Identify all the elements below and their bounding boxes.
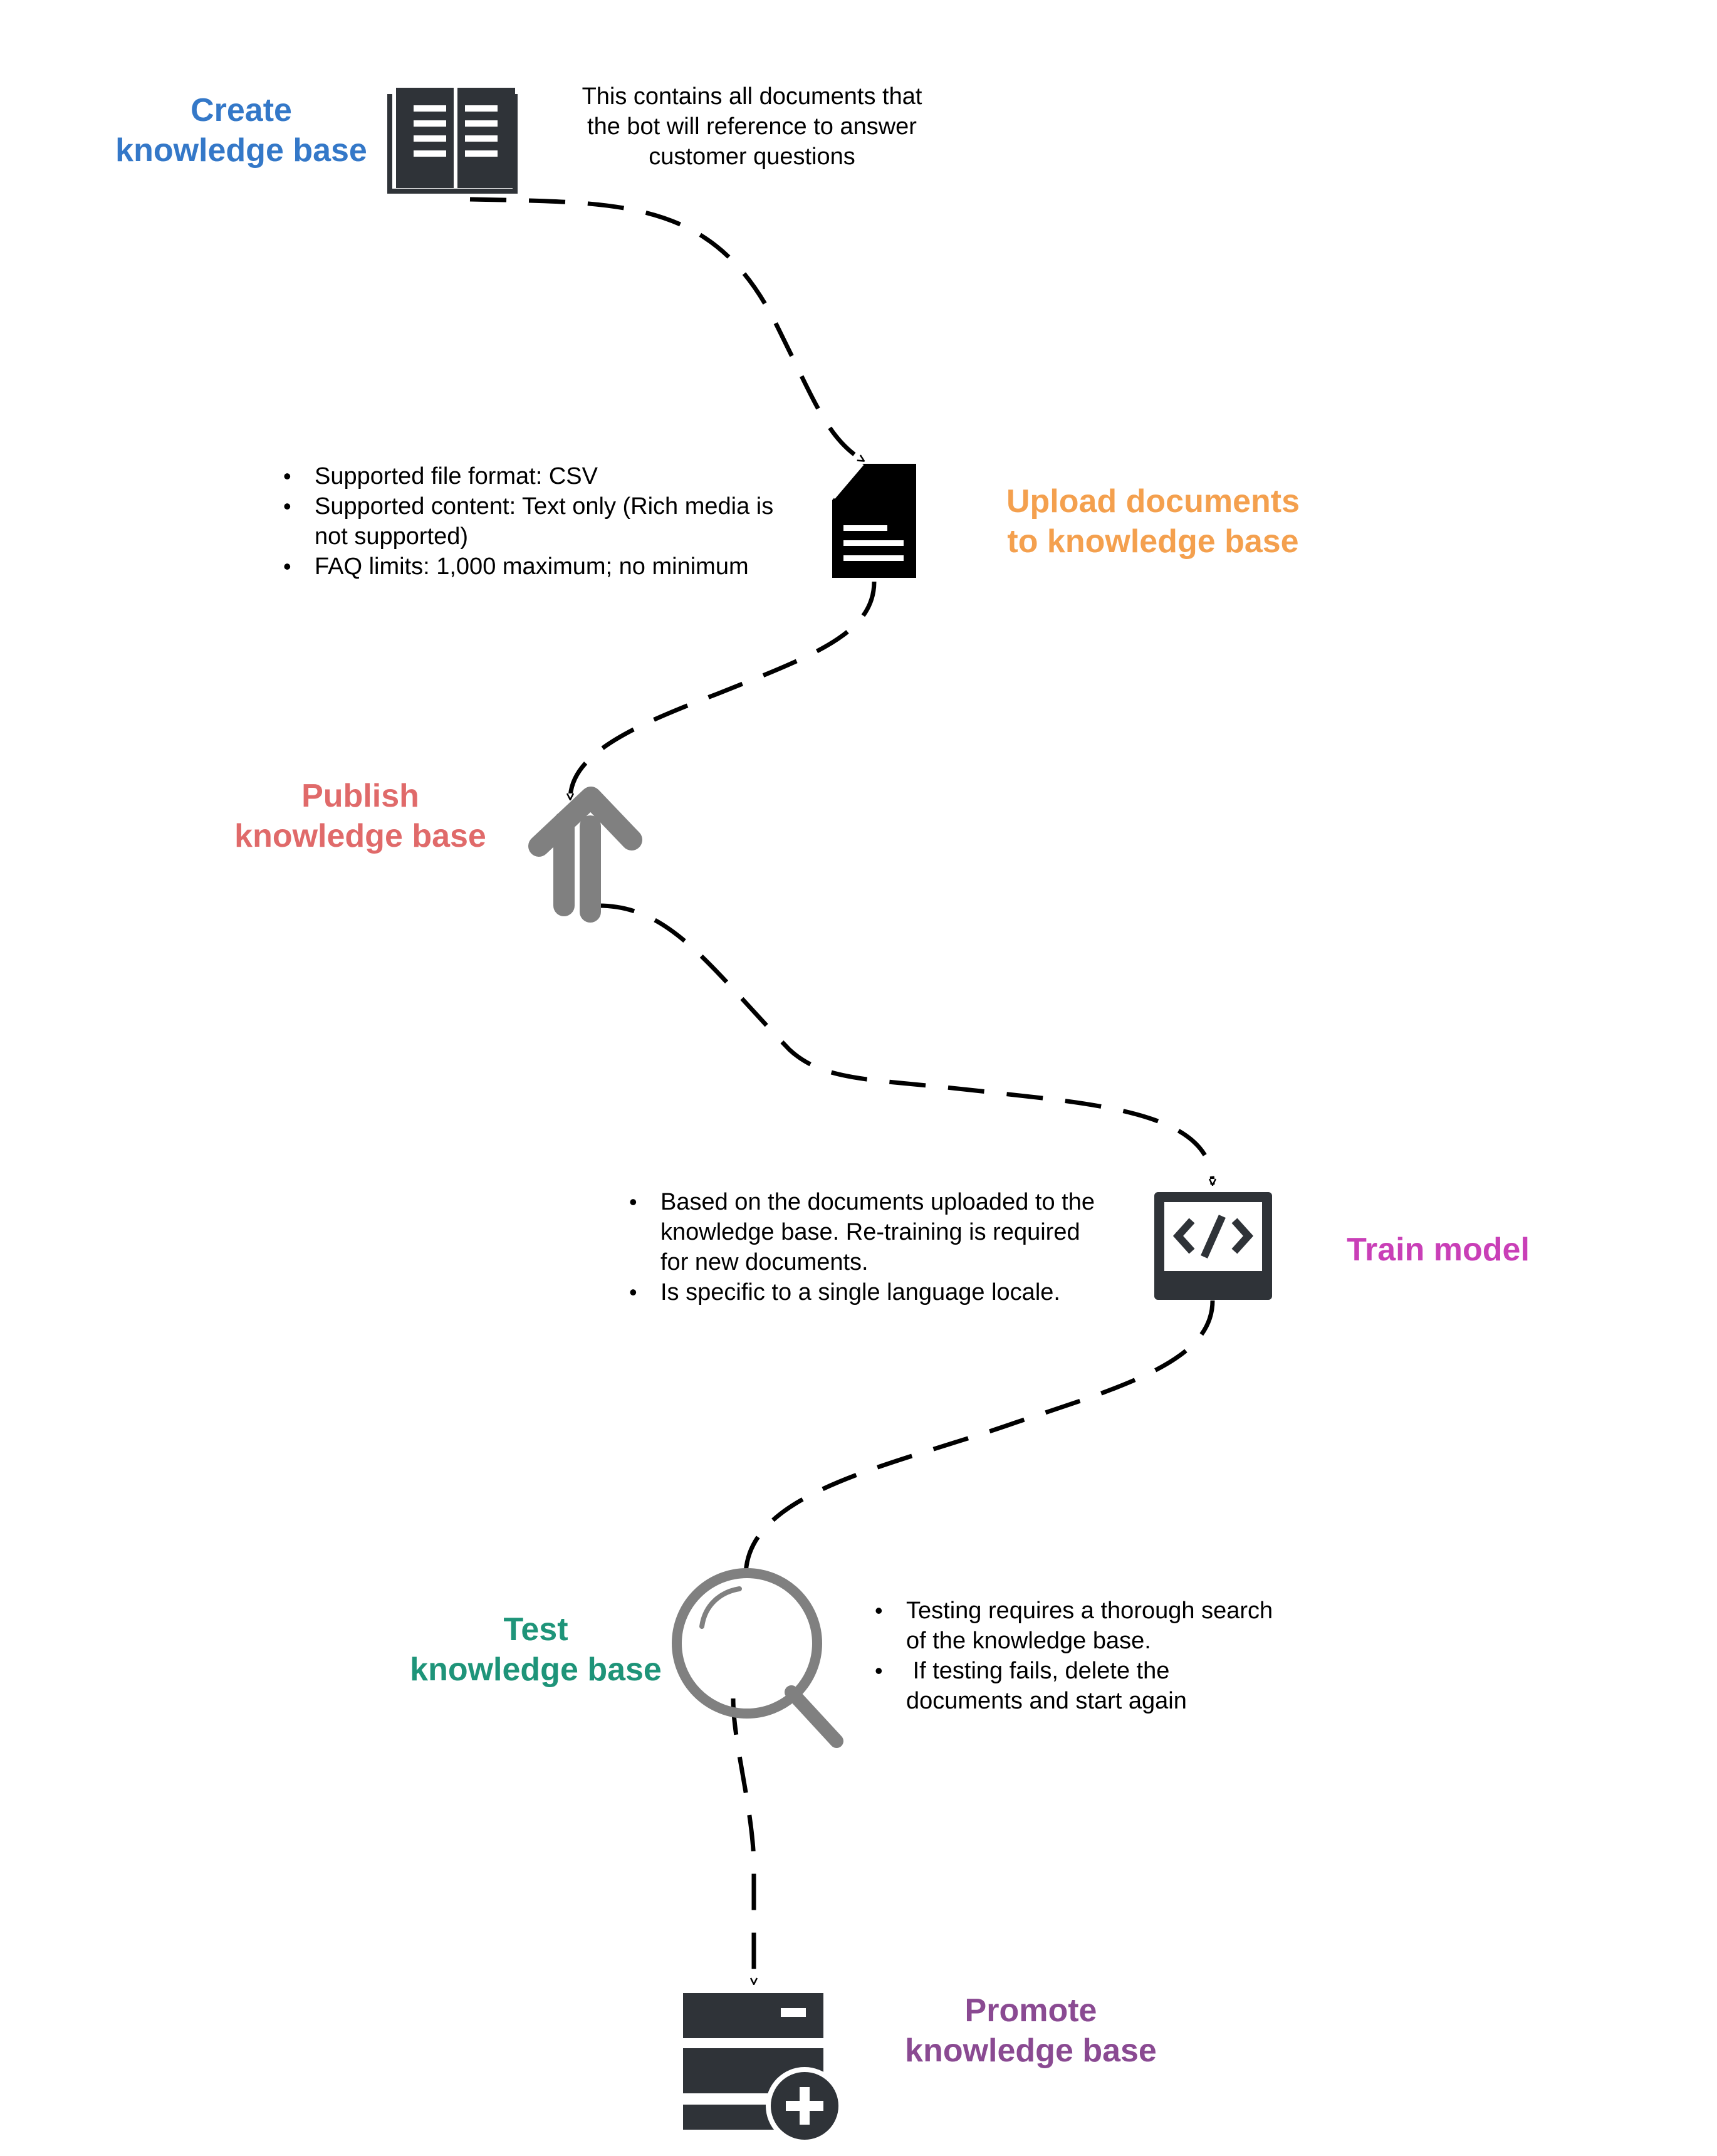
upload-note-1: Supported file format: CSV [283, 461, 785, 491]
connector-publish-to-train [598, 903, 1213, 1185]
arrow-up-icon [528, 787, 642, 923]
test-title: Test knowledge base [389, 1609, 683, 1690]
upload-note-3: FAQ limits: 1,000 maximum; no minimum [283, 552, 785, 582]
upload-notes: Supported file format: CSV Supported con… [283, 461, 785, 582]
connector-test-to-promote [731, 1698, 754, 1984]
publish-title: Publish knowledge base [213, 776, 508, 856]
create-description-line-3: customer questions [649, 144, 855, 170]
train-notes: Based on the documents uploaded to the k… [629, 1187, 1112, 1307]
connector-create-to-upload [469, 197, 864, 463]
test-title-line-1: Test [503, 1611, 568, 1648]
document-icon [832, 463, 916, 578]
book-icon [387, 88, 518, 194]
code-monitor-icon [1154, 1192, 1272, 1300]
train-title-line-1: Train model [1347, 1232, 1530, 1268]
create-title: Create knowledge base [94, 90, 389, 170]
test-notes: Testing requires a thorough search of th… [875, 1596, 1276, 1716]
train-title: Train model [1335, 1230, 1542, 1270]
connector-upload-to-publish [570, 581, 877, 799]
create-title-line-1: Create [190, 92, 292, 128]
upload-title-line-1: Upload documents [1006, 483, 1300, 520]
promote-title-line-1: Promote [964, 1992, 1097, 2029]
upload-note-2: Supported content: Text only (Rich media… [283, 491, 785, 552]
connector-train-to-test [746, 1300, 1215, 1576]
server-add-icon [683, 1993, 843, 2145]
publish-title-line-2: knowledge base [234, 818, 486, 854]
upload-title: Upload documents to knowledge base [978, 481, 1328, 562]
create-description-line-2: the bot will reference to answer [587, 113, 917, 140]
magnifier-icon [672, 1568, 843, 1748]
promote-title: Promote knowledge base [884, 1991, 1178, 2071]
create-description: This contains all documents that the bot… [551, 81, 952, 172]
test-note-2: If testing fails, delete the documents a… [875, 1656, 1276, 1716]
train-note-1: Based on the documents uploaded to the k… [629, 1187, 1112, 1277]
test-note-1: Testing requires a thorough search of th… [875, 1596, 1276, 1656]
publish-title-line-1: Publish [301, 778, 419, 814]
create-title-line-2: knowledge base [115, 132, 367, 169]
train-note-2: Is specific to a single language locale. [629, 1277, 1112, 1307]
create-description-line-1: This contains all documents that [582, 83, 922, 110]
upload-title-line-2: to knowledge base [1007, 523, 1299, 560]
test-title-line-2: knowledge base [410, 1651, 662, 1688]
promote-title-line-2: knowledge base [905, 2033, 1157, 2069]
